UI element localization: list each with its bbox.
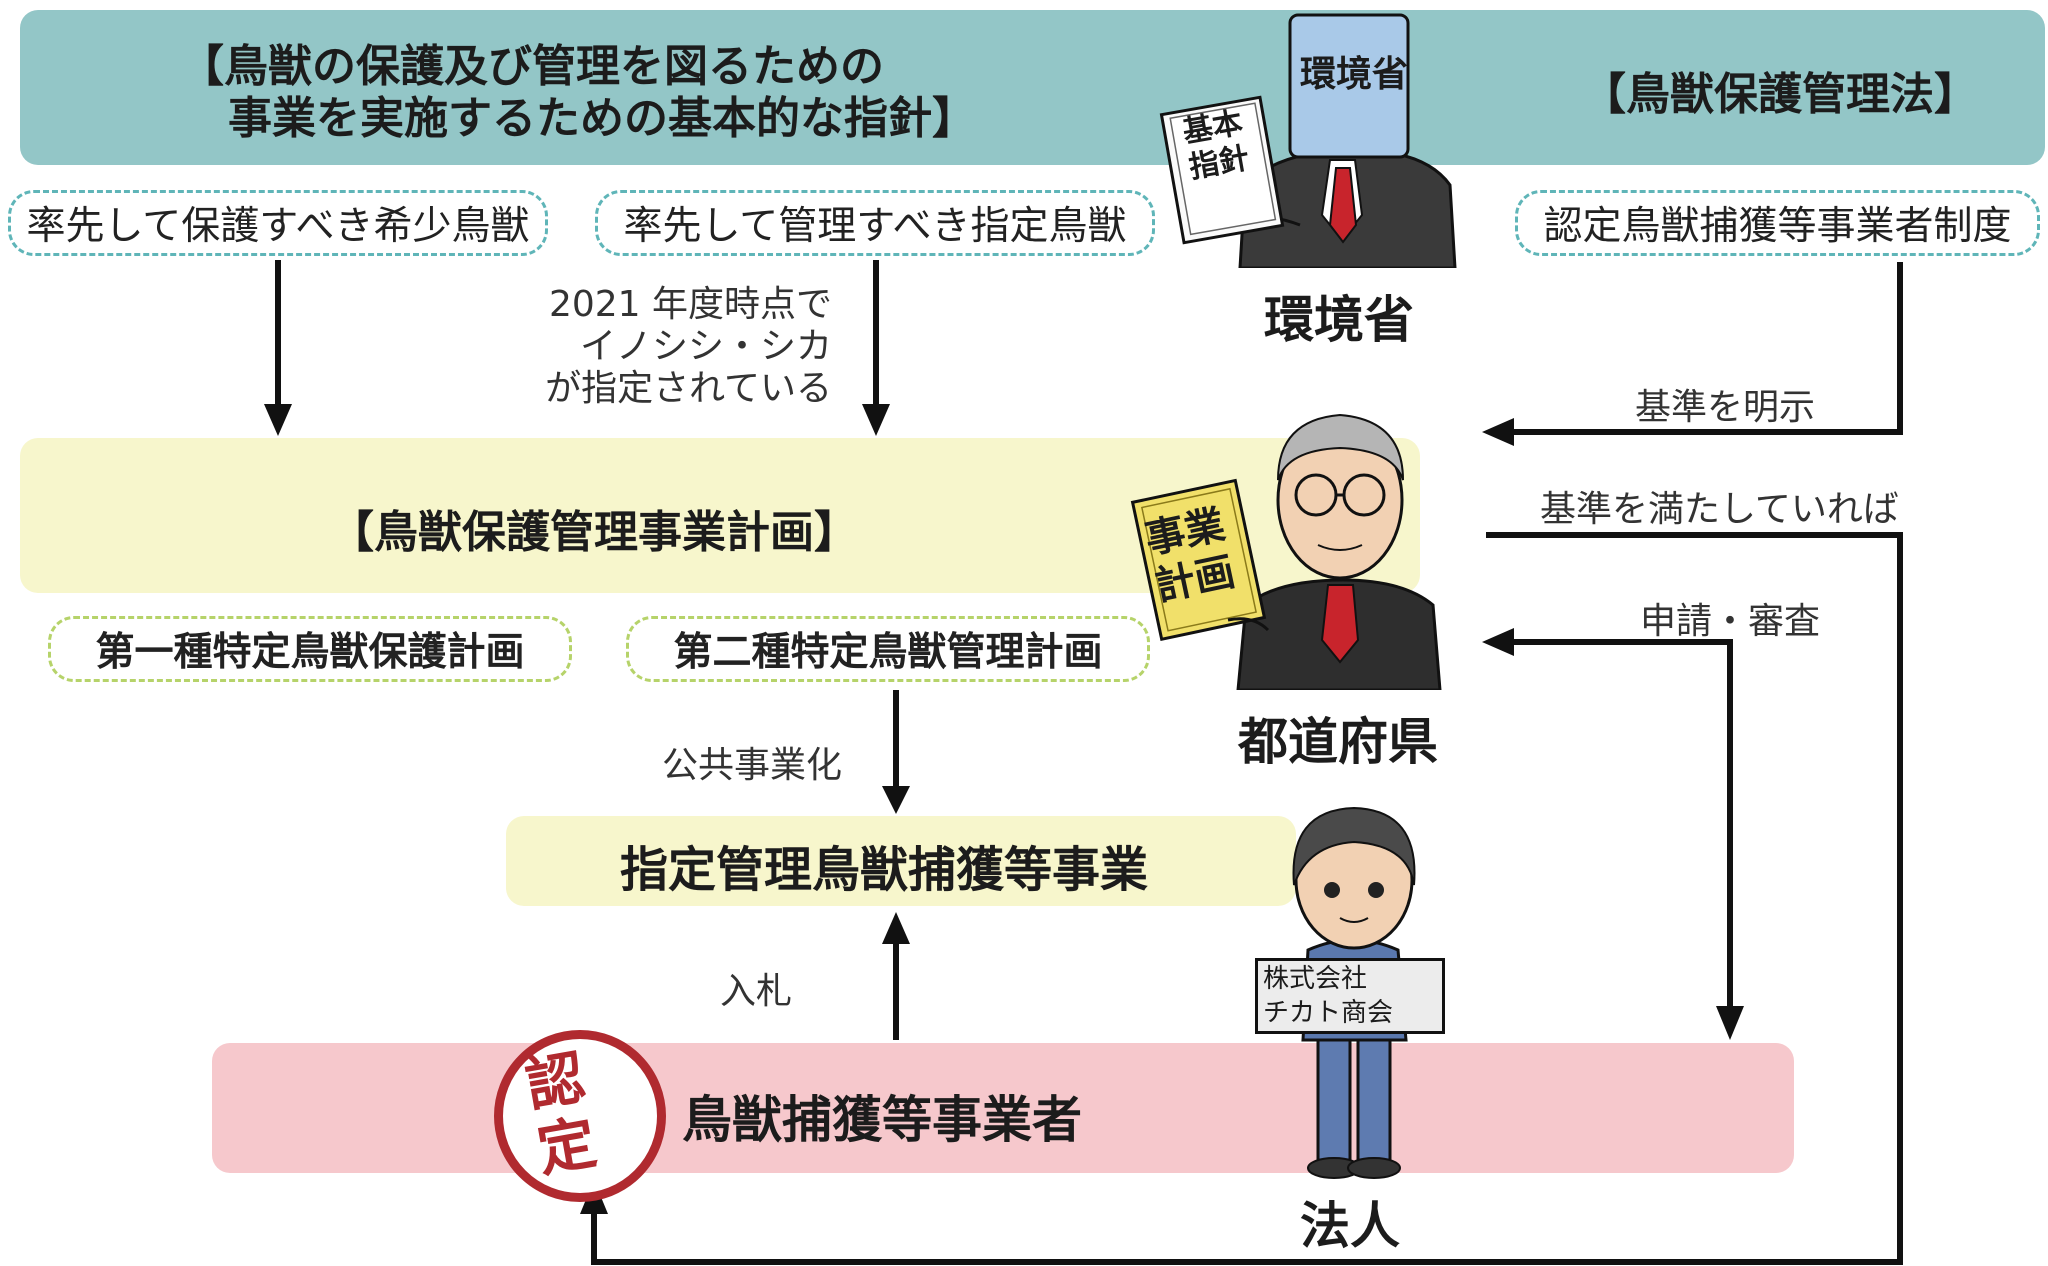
capture-operator-band (212, 1043, 1794, 1173)
prefecture-label: 都道府県 (1238, 713, 1438, 771)
basic-policy-title-line2: 事業を実施するための基本的な指針】 (228, 93, 976, 144)
if-criteria-note: 基準を満たしていれば (1540, 489, 1899, 530)
management-plan-title: 【鳥獣保護管理事業計画】 (330, 507, 858, 558)
law-title: 【鳥獣保護管理法】 (1582, 69, 1978, 120)
rare-birds-box: 率先して保護すべき希少鳥獣 (8, 190, 548, 256)
type2-plan-box: 第二種特定鳥獣管理計画 (626, 616, 1150, 682)
bid-note: 入札 (720, 971, 793, 1012)
arrow-head (882, 786, 910, 814)
arrow-head (264, 404, 292, 436)
public-project-note: 公共事業化 (662, 745, 843, 786)
prefecture-official-figure (1128, 380, 1473, 690)
certification-system-box: 認定鳥獣捕獲等事業者制度 (1515, 190, 2040, 256)
arrow-head (1716, 1006, 1744, 1040)
basic-policy-band (20, 10, 2045, 165)
ministry-official-figure (1150, 10, 1480, 268)
company-sign-label: 株式会社 チカト商会 (1263, 964, 1394, 1028)
arrow-head (882, 912, 910, 944)
arrow-criteria-to-prefecture (1512, 262, 1903, 435)
type1-plan-box: 第一種特定鳥獣保護計画 (48, 616, 572, 682)
corporation-label: 法人 (1300, 1197, 1400, 1255)
criteria-note: 基準を明示 (1635, 387, 1816, 428)
designation-note: 2021 年度時点で イノシシ・シカ が指定されている (545, 284, 832, 409)
capture-project-band (506, 816, 1296, 906)
arrow-head (1482, 418, 1514, 446)
application-note: 申請・審査 (1640, 601, 1821, 642)
arrow-head (862, 404, 890, 436)
certified-stamp (494, 1030, 666, 1202)
ministry-head-label: 環境省 (1300, 54, 1409, 95)
arrow-certification-to-operator (591, 532, 1903, 1265)
capture-operator-title: 鳥獣捕獲等事業者 (682, 1091, 1082, 1149)
basic-policy-title-line1: 【鳥獣の保護及び管理を図るための (180, 41, 884, 92)
company-sign (1255, 958, 1445, 1034)
arrow-application-review (1512, 639, 1733, 1010)
basic-policy-book-label: 基本 指針 (1180, 105, 1252, 186)
designated-birds-box: 率先して管理すべき指定鳥獣 (595, 190, 1155, 256)
ministry-label: 環境省 (1264, 291, 1414, 349)
capture-project-title: 指定管理鳥獣捕獲等事業 (620, 842, 1149, 898)
arrow-head (1482, 628, 1514, 656)
